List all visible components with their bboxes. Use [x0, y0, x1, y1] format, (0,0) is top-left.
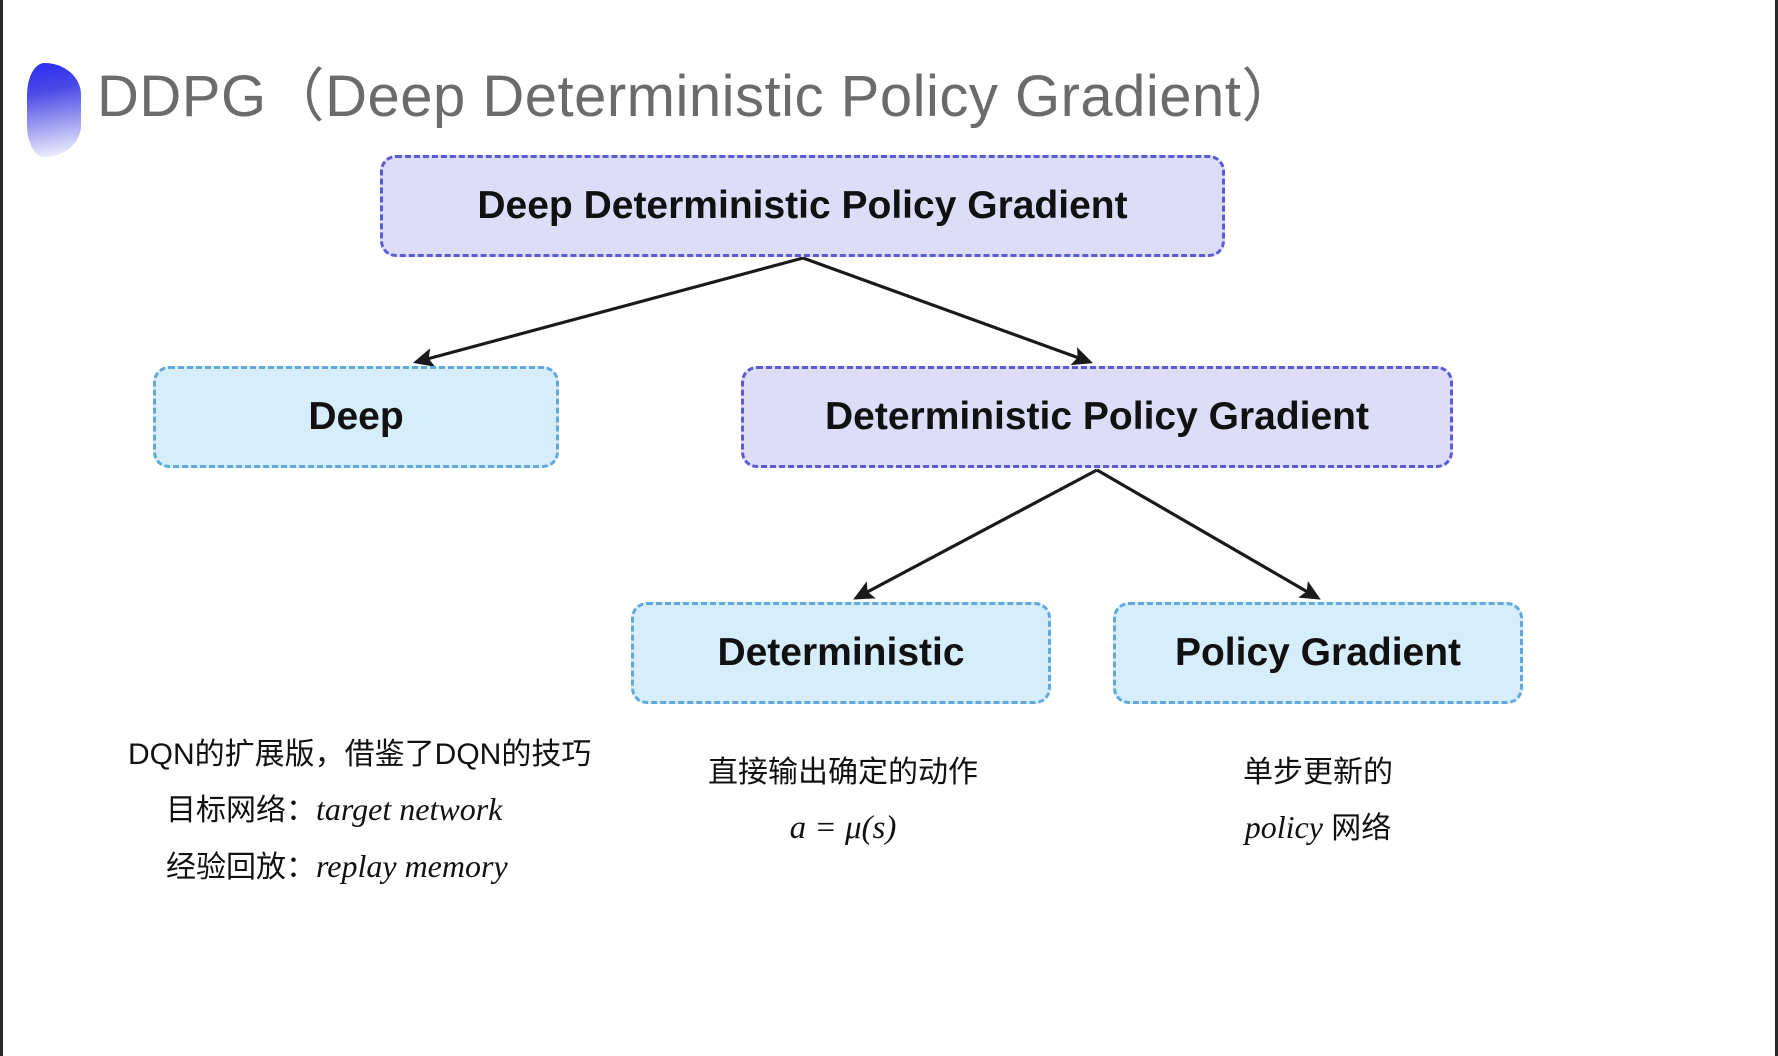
caption-policy-gradient-line2: policy 网络	[1188, 799, 1448, 856]
node-label: Deterministic	[717, 630, 965, 674]
caption-deep-line1: DQN的扩展版，借鉴了DQN的技巧	[128, 738, 592, 771]
node-policy-gradient[interactable]: Policy Gradient	[1113, 602, 1523, 704]
edge-root-dpg	[802, 256, 1094, 366]
caption-deep-line3: 经验回放：replay memory	[128, 838, 591, 895]
caption-deterministic: 直接输出确定的动作 a = μ(s)	[703, 746, 983, 858]
node-deterministic-policy-gradient[interactable]: Deterministic Policy Gradient	[741, 366, 1453, 468]
caption-deep-line2: 目标网络：target network	[128, 781, 591, 838]
node-label: Policy Gradient	[1174, 630, 1462, 674]
node-deep-deterministic-policy-gradient[interactable]: Deep Deterministic Policy Gradient	[380, 155, 1225, 257]
node-deep[interactable]: Deep	[153, 366, 559, 468]
caption-deep-line2-label: 目标网络：	[166, 794, 316, 828]
caption-deep-line3-label: 经验回放：	[166, 851, 316, 885]
node-label: Deep Deterministic Policy Gradient	[477, 183, 1128, 227]
caption-deep-line3-term: replay memory	[316, 848, 508, 885]
caption-deep-line2-term: target network	[316, 791, 503, 828]
edge-root-deep	[412, 256, 804, 367]
edge-dpg-deterministic	[853, 468, 1098, 600]
caption-policy-gradient: 单步更新的 policy 网络	[1188, 746, 1448, 856]
caption-policy-gradient-line1: 单步更新的	[1243, 756, 1393, 789]
caption-deterministic-line1: 直接输出确定的动作	[708, 756, 978, 789]
node-deterministic[interactable]: Deterministic	[631, 602, 1051, 704]
page-title: DDPG（Deep Deterministic Policy Gradient）	[97, 64, 1300, 129]
bullet-decoration-icon	[27, 63, 81, 157]
edge-dpg-policygradient	[1096, 468, 1321, 600]
node-label: Deterministic Policy Gradient	[824, 394, 1369, 438]
caption-deterministic-formula: a = μ(s)	[789, 810, 897, 847]
caption-policy-gradient-suffix: 网络	[1322, 812, 1392, 846]
node-label: Deep	[308, 394, 404, 438]
caption-deep: DQN的扩展版，借鉴了DQN的技巧 目标网络：target network 经验…	[128, 728, 591, 895]
caption-policy-gradient-term: policy	[1244, 809, 1323, 846]
